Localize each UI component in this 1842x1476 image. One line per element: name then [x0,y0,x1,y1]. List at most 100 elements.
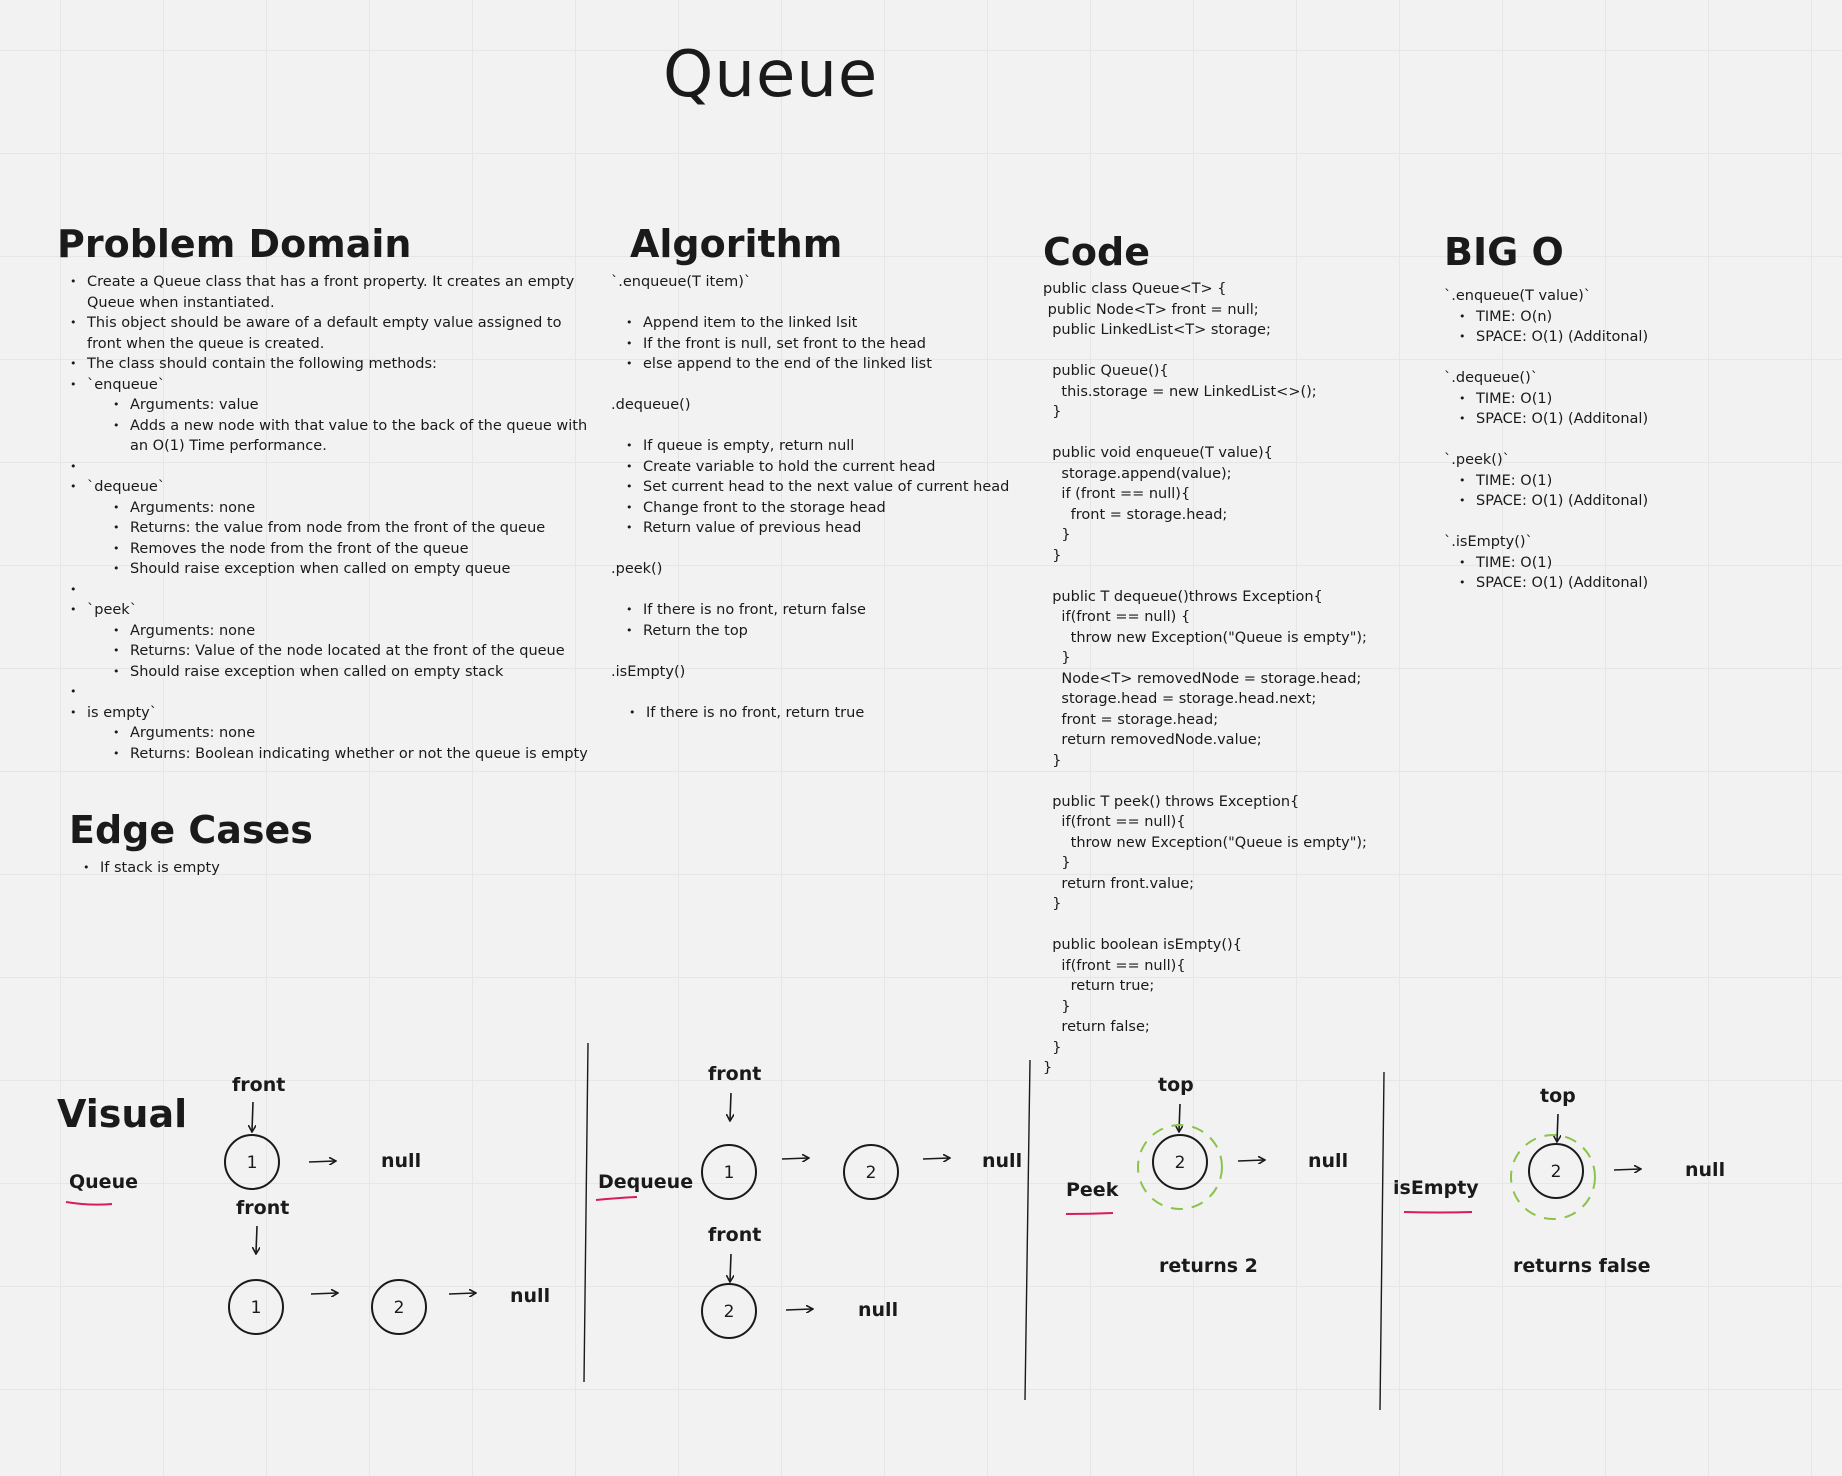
page-title: Queue [663,38,879,112]
dequeue-null: null [982,1150,1022,1172]
problem-domain-list: Create a Queue class that has a front pr… [70,272,590,764]
list-item: else append to the end of the linked lis… [626,354,1011,375]
peek-top-label: top [1158,1074,1194,1096]
queue-null: null [510,1285,550,1307]
peek-highlight [1137,1124,1223,1210]
algorithm-dequeue-label: .dequeue() [611,397,691,413]
big-o-isempty-label: `.isEmpty()` [1444,534,1533,550]
list-item: Create variable to hold the current head [626,457,1011,478]
list-item: Change front to the storage head [626,498,1011,519]
list-item: Create a Queue class that has a front pr… [70,272,590,313]
algorithm-body: `.enqueue(T item)` Append item to the li… [611,272,1011,723]
big-o-enqueue-label: `.enqueue(T value)` [1444,288,1592,304]
queue-node-value: 1 [247,1153,258,1173]
code-heading: Code [1043,230,1150,274]
problem-domain-heading: Problem Domain [57,222,412,266]
arrow-right [781,1158,808,1159]
algorithm-peek-label: .peek() [611,561,663,577]
dequeue-node-circle [843,1144,899,1200]
code-block: public class Queue<T> { public Node<T> f… [1043,281,1367,1076]
list-item: Should raise exception when called on em… [113,662,590,683]
dequeue-node-value: 1 [724,1163,735,1183]
arrow-down [1557,1113,1558,1141]
list-item: Arguments: none [113,621,590,642]
list-item: SPACE: O(1) (Additonal) [1459,491,1648,512]
list-item: Returns: Value of the node located at th… [113,641,590,662]
list-item: Removes the node from the front of the q… [113,539,590,560]
arrow-right [310,1293,337,1294]
peek-underline [1065,1212,1114,1215]
queue-node-value: 2 [394,1298,405,1318]
list-item: If there is no front, return false [626,600,1011,621]
list-item: If there is no front, return true [629,703,1011,724]
dequeue-label: Dequeue [598,1171,693,1193]
list-item: Arguments: none [113,498,590,519]
arrow-right [785,1309,812,1310]
peek-null: null [1308,1150,1348,1172]
visual-heading: Visual [57,1092,188,1136]
dequeue-front-label-1: front [708,1063,761,1085]
arrow-right [1613,1169,1640,1170]
dequeue-underline [595,1196,638,1201]
queue-front-label-1: front [232,1074,285,1096]
edge-cases-heading: Edge Cases [69,808,313,852]
queue-underline [65,1201,113,1206]
list-item: The class should contain the following m… [70,354,590,375]
dequeue-null: null [858,1299,898,1321]
list-item: `peek` Arguments: none Returns: Value of… [70,600,590,682]
list-item: Arguments: value [113,395,590,416]
divider-line [1024,1059,1031,1401]
isempty-underline [1403,1211,1473,1214]
list-item: SPACE: O(1) (Additonal) [1459,573,1648,594]
list-item: Arguments: none [113,723,590,744]
list-item: SPACE: O(1) (Additonal) [1459,327,1648,348]
list-item: TIME: O(1) [1459,553,1648,574]
list-item: Return the top [626,621,1011,642]
queue-front-label-2: front [236,1197,289,1219]
list-item: TIME: O(1) [1459,471,1648,492]
isempty-highlight [1510,1134,1596,1220]
list-item: Append item to the linked lsit [626,313,1011,334]
queue-node-circle [371,1279,427,1335]
queue-node-circle [228,1279,284,1335]
big-o-dequeue-label: `.dequeue()` [1444,370,1538,386]
queue-node-value: 1 [251,1298,262,1318]
peek-label: Peek [1066,1179,1119,1201]
dequeue-node-circle [701,1283,757,1339]
edge-cases-list: If stack is empty [83,858,220,879]
queue-node-circle [224,1134,280,1190]
peek-result: returns 2 [1159,1255,1258,1277]
list-item: Should raise exception when called on em… [113,559,590,580]
list-item: If stack is empty [83,858,220,879]
big-o-body: `.enqueue(T value)` TIME: O(n) SPACE: O(… [1444,286,1648,594]
peek-node-circle [1152,1134,1208,1190]
isempty-label: isEmpty [1393,1177,1479,1199]
list-item: If queue is empty, return null [626,436,1011,457]
list-item: `enqueue` Arguments: value Adds a new no… [70,375,590,457]
list-item: If the front is null, set front to the h… [626,334,1011,355]
big-o-heading: BIG O [1444,230,1564,274]
algorithm-enqueue-label: `.enqueue(T item)` [611,274,752,290]
divider-line [1379,1071,1385,1411]
arrow-down [256,1225,257,1253]
algorithm-isempty-label: .isEmpty() [611,663,686,680]
list-item: Adds a new node with that value to the b… [113,416,590,457]
list-item: `dequeue` Arguments: none Returns: the v… [70,477,590,580]
queue-null: null [381,1150,421,1172]
list-item: TIME: O(n) [1459,307,1648,328]
arrow-right [308,1161,335,1162]
dequeue-node-value: 2 [866,1163,877,1183]
arrow-right [922,1158,949,1159]
big-o-peek-label: `.peek()` [1444,452,1510,468]
arrow-right [1237,1160,1264,1161]
arrow-down [252,1101,253,1131]
arrow-down [730,1092,731,1120]
algorithm-heading: Algorithm [630,222,843,266]
peek-node-value: 2 [1175,1153,1186,1173]
list-item: Set current head to the next value of cu… [626,477,1011,498]
list-item: This object should be aware of a default… [70,313,590,354]
isempty-result: returns false [1513,1255,1650,1277]
dequeue-node-value: 2 [724,1302,735,1322]
isempty-top-label: top [1540,1085,1576,1107]
dequeue-front-label-2: front [708,1224,761,1246]
